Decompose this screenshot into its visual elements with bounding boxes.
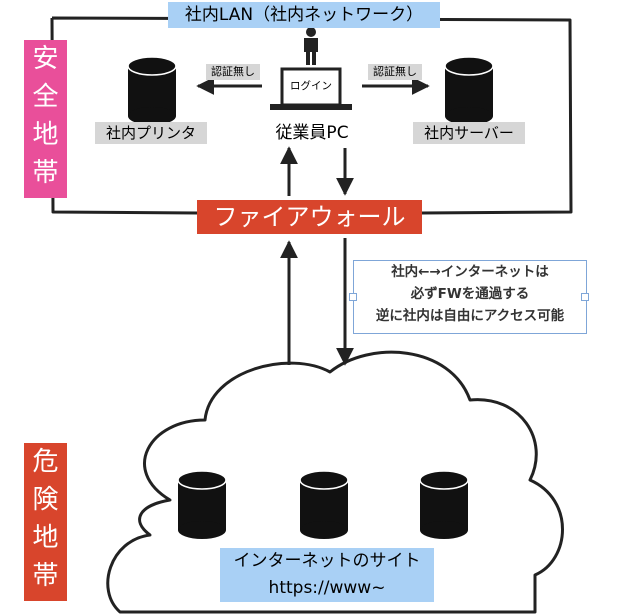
firewall-label: ファイアウォール	[197, 200, 422, 234]
safe-zone-char: 全	[32, 82, 59, 112]
internet-site-title: インターネットのサイト	[233, 551, 421, 571]
note-box: 社内←→インターネットは 必ずFWを通過する 逆に社内は自由にアクセス可能	[353, 260, 587, 334]
printer-db-icon	[127, 56, 177, 125]
person-icon	[304, 27, 318, 65]
laptop-icon	[270, 67, 352, 110]
safe-zone-char: 地	[32, 120, 59, 150]
internet-site-label: インターネットのサイト https://www~	[220, 548, 434, 602]
safe-zone-char: 安	[32, 44, 59, 74]
resize-handle-left[interactable]	[349, 293, 357, 301]
danger-zone-label: 危 険 地 帯	[24, 443, 67, 601]
danger-zone-char: 帯	[32, 561, 59, 591]
note-line: 社内←→インターネットは	[391, 264, 549, 280]
internet-site-url: https://www~	[268, 578, 386, 598]
no-auth-right-tag: 認証無し	[368, 64, 422, 80]
internet-db-icon-2	[299, 470, 349, 539]
lan-title: 社内LAN（社内ネットワーク）	[168, 2, 440, 28]
danger-zone-char: 険	[32, 485, 59, 515]
login-label: ログイン	[290, 80, 332, 92]
no-auth-left-tag: 認証無し	[206, 64, 260, 80]
resize-handle-right[interactable]	[581, 293, 589, 301]
note-line: 逆に社内は自由にアクセス可能	[375, 308, 565, 324]
safe-zone-label: 安 全 地 帯	[24, 40, 67, 198]
danger-zone-char: 危	[32, 447, 59, 477]
pc-label: 従業員PC	[275, 123, 349, 143]
safe-zone-char: 帯	[32, 158, 59, 188]
printer-label: 社内プリンタ	[95, 122, 207, 144]
server-label: 社内サーバー	[413, 122, 525, 144]
internet-db-icon-1	[177, 470, 227, 539]
danger-zone-char: 地	[32, 523, 59, 553]
note-line: 必ずFWを通過する	[410, 286, 530, 302]
server-db-icon	[444, 56, 494, 125]
internet-db-icon-3	[419, 470, 469, 539]
